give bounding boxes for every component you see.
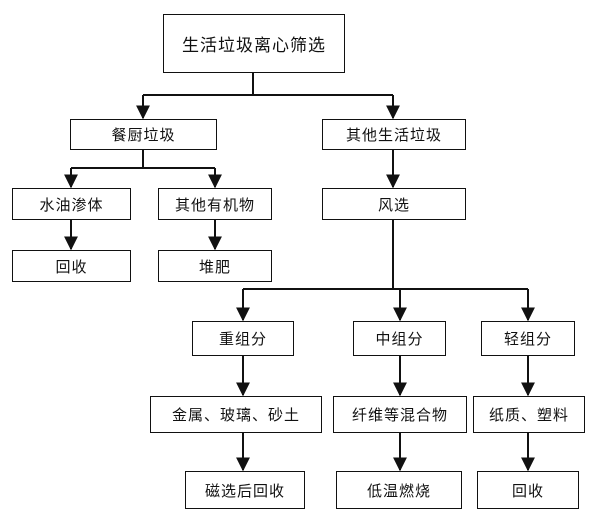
medium-component-node: 中组分 — [353, 321, 446, 356]
other-waste-node: 其他生活垃圾 — [322, 119, 466, 150]
root-node: 生活垃圾离心筛选 — [163, 14, 345, 73]
medium-content-node: 纤维等混合物 — [333, 396, 467, 433]
recycle-node-2: 回收 — [477, 471, 579, 509]
kitchen-waste-node: 餐厨垃圾 — [70, 119, 217, 150]
air-separation-node: 风选 — [322, 188, 466, 220]
heavy-component-node: 重组分 — [192, 321, 294, 356]
light-component-node: 轻组分 — [481, 321, 575, 356]
light-content-node: 纸质、塑料 — [473, 396, 585, 433]
recycle-node-1: 回收 — [12, 250, 131, 282]
magnetic-recycle-node: 磁选后回收 — [185, 471, 305, 509]
oil-water-node: 水油渗体 — [12, 188, 131, 220]
heavy-content-node: 金属、玻璃、砂土 — [150, 396, 322, 433]
other-organic-node: 其他有机物 — [158, 188, 272, 220]
compost-node: 堆肥 — [158, 250, 272, 282]
low-temp-burning-node: 低温燃烧 — [336, 471, 462, 509]
